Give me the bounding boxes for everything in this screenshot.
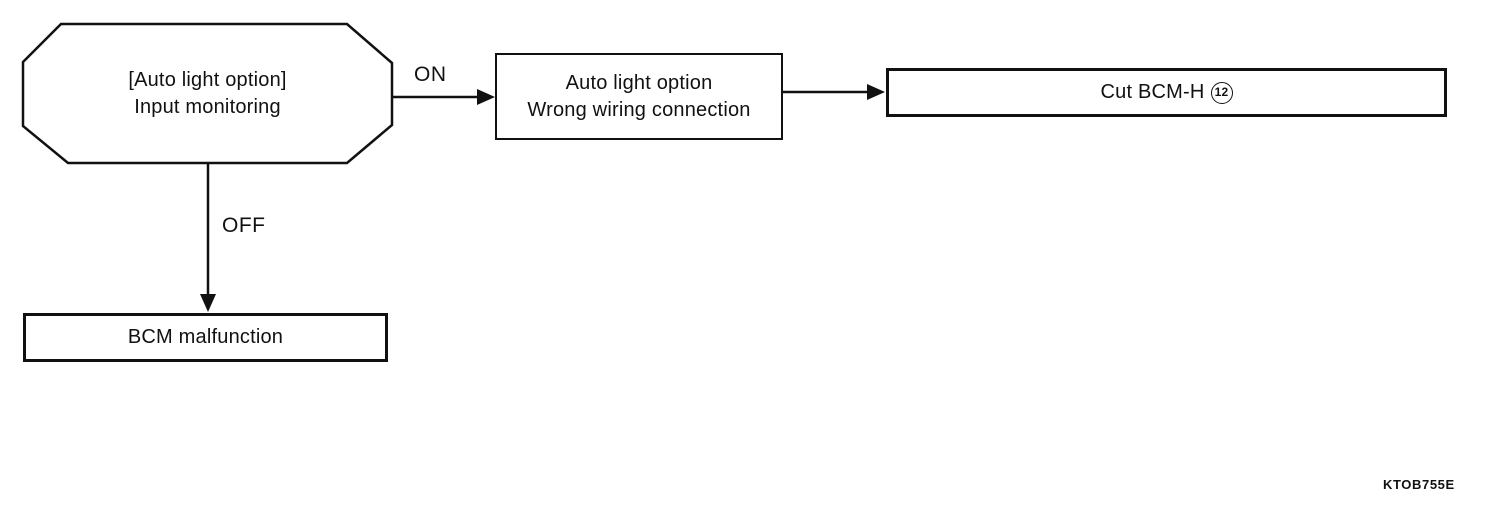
bcm-malfunction-label: BCM malfunction xyxy=(127,326,284,348)
wrong-wiring-line1: Auto light option xyxy=(565,71,713,94)
cut-bcm-box: Cut BCM-H 12 xyxy=(886,68,1447,117)
start-node-line2: Input monitoring xyxy=(134,95,281,118)
cut-bcm-label: Cut BCM-H xyxy=(1100,81,1205,103)
wrong-wiring-to-cut-arrow xyxy=(783,84,885,100)
circled-12-connector-badge: 12 xyxy=(1210,81,1233,104)
figure-code: KTOB755E xyxy=(1383,477,1455,492)
bcm-malfunction-box: BCM malfunction xyxy=(23,313,388,362)
wrong-wiring-line2: Wrong wiring connection xyxy=(527,98,751,121)
off-branch-label: OFF xyxy=(222,214,266,237)
start-node: [Auto light option] Input monitoring xyxy=(23,24,392,163)
wrong-wiring-box: Auto light option Wrong wiring connectio… xyxy=(495,53,783,140)
on-branch-label: ON xyxy=(414,63,447,86)
start-node-octagon xyxy=(21,22,394,165)
start-node-line1: [Auto light option] xyxy=(128,68,287,91)
on-arrow xyxy=(392,89,495,105)
off-arrow xyxy=(200,163,216,312)
